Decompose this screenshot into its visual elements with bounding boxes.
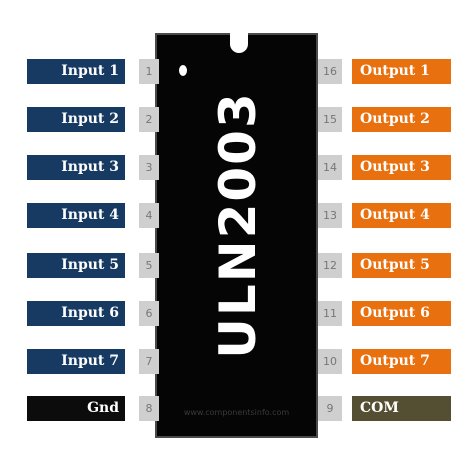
pin-number-4: 4 [139,203,159,228]
pin-label-output-7: Output 7 [352,349,451,374]
pin-number-11: 11 [318,301,342,326]
pin-label-output-2: Output 2 [352,107,451,132]
ic-chip-body: ULN2003 [155,33,318,438]
pin-row-2: Input 2 2 [27,107,159,132]
pin-label-output-3: Output 3 [352,155,451,180]
pin-number-16: 16 [318,59,342,84]
pin-number-15: 15 [318,107,342,132]
pin-row-8: Gnd 8 [27,396,159,421]
pin-row-13: 13 Output 4 [318,203,451,228]
pin-label-output-6: Output 6 [352,301,451,326]
pin-number-6: 6 [139,301,159,326]
pin-row-11: 11 Output 6 [318,301,451,326]
pin-label-output-1: Output 1 [352,59,451,84]
pin-label-input-7: Input 7 [27,349,125,374]
pin-number-5: 5 [139,253,159,278]
pin-number-12: 12 [318,253,342,278]
pin-row-3: Input 3 3 [27,155,159,180]
pin-label-gnd: Gnd [27,396,125,421]
pin-row-12: 12 Output 5 [318,253,451,278]
pin-row-7: Input 7 7 [27,349,159,374]
pin-number-8: 8 [139,396,159,421]
pin-row-14: 14 Output 3 [318,155,451,180]
pin-label-com: COM [352,396,451,421]
pin-label-input-6: Input 6 [27,301,125,326]
pin-row-10: 10 Output 7 [318,349,451,374]
pin-row-9: 9 COM [318,396,451,421]
pin-label-output-5: Output 5 [352,253,451,278]
pin-row-16: 16 Output 1 [318,59,451,84]
pin-row-15: 15 Output 2 [318,107,451,132]
pin-number-13: 13 [318,203,342,228]
pin1-indicator-dot [179,65,187,76]
pin-row-4: Input 4 4 [27,203,159,228]
pin-row-6: Input 6 6 [27,301,159,326]
pin-number-7: 7 [139,349,159,374]
pin-number-14: 14 [318,155,342,180]
pin-label-input-4: Input 4 [27,203,125,228]
chip-notch [230,33,248,53]
pin-number-2: 2 [139,107,159,132]
pin-number-9: 9 [318,396,342,421]
pin-label-input-1: Input 1 [27,59,125,84]
pin-number-1: 1 [139,59,159,84]
pin-number-3: 3 [139,155,159,180]
pin-label-output-4: Output 4 [352,203,451,228]
chip-part-number: ULN2003 [209,91,267,359]
chip-watermark: www.componentsinfo.com [183,408,290,417]
pin-row-1: Input 1 1 [27,59,159,84]
pin-number-10: 10 [318,349,342,374]
pin-label-input-5: Input 5 [27,253,125,278]
pin-label-input-2: Input 2 [27,107,125,132]
pin-row-5: Input 5 5 [27,253,159,278]
pin-label-input-3: Input 3 [27,155,125,180]
